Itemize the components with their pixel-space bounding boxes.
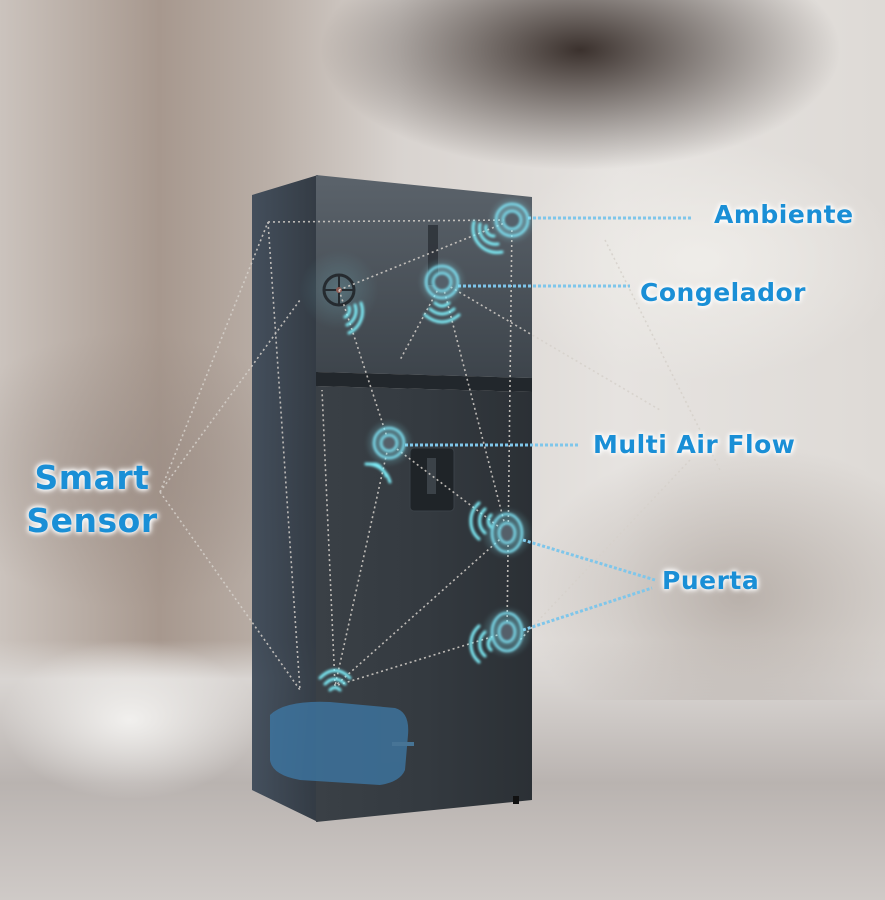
label-ambiente: Ambiente — [714, 200, 854, 229]
sensor-ring-icon-ambiente — [488, 196, 536, 244]
wifi-signal-icons — [318, 220, 504, 692]
background-blur-floor — [0, 640, 260, 800]
sensor-ring-icon-congelador — [418, 258, 466, 306]
sensor-ring-icon-multi-air-flow — [365, 419, 413, 467]
callout-lines — [405, 216, 692, 632]
label-smart-sensor-line2: Sensor — [26, 501, 158, 540]
fridge-side-panel — [252, 175, 318, 822]
compressor-illustration — [270, 701, 414, 785]
label-smart-sensor-line1: Smart — [34, 458, 150, 497]
sensor-ring-icon-puerta-lower — [481, 606, 533, 658]
label-congelador: Congelador — [640, 278, 807, 307]
label-smart-sensor: Smart Sensor — [22, 456, 162, 542]
sensor-ring-icon-puerta-upper — [481, 507, 533, 559]
label-multi-air-flow: Multi Air Flow — [593, 430, 796, 459]
label-puerta: Puerta — [662, 566, 760, 595]
background-blur-right — [520, 440, 885, 700]
sensor-network-lines — [159, 219, 721, 691]
